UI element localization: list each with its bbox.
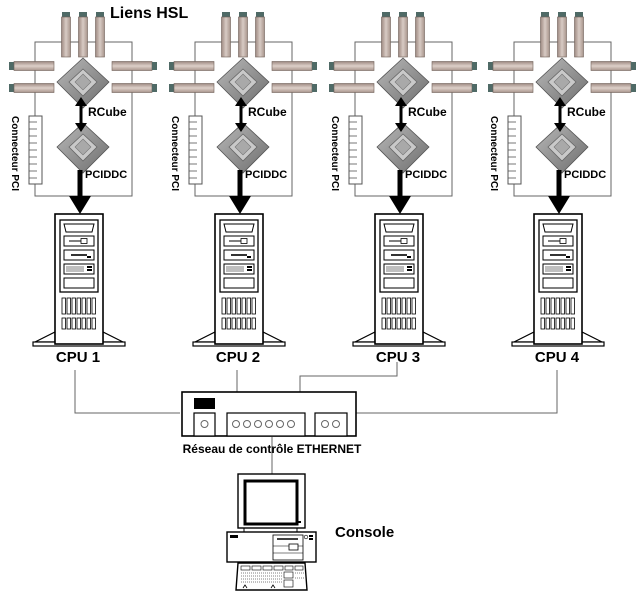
down-arrow-icon [69,170,91,214]
hsl-link-cable-icon [381,11,391,58]
hsl-link-cable-icon [487,61,534,71]
hsl-link-cable-icon [415,11,425,58]
cpu-label: CPU 3 [376,349,420,366]
hsl-link-cable-icon [590,83,637,93]
down-arrow-icon [548,170,570,214]
connector-label: Connecteur PCI [169,116,180,191]
bidirectional-arrow-icon [235,97,247,132]
tower-computer-icon [511,213,605,347]
pciddc-label: PCIDDC [564,169,606,181]
ethernet-switch-icon [181,391,357,437]
hsl-link-cable-icon [168,83,215,93]
connector-label: Connecteur PCI [488,116,499,191]
connector-label: Connecteur PCI [329,116,340,191]
pci-connector-icon [188,115,203,185]
cpu-label: CPU 4 [535,349,580,366]
hsl-link-cable-icon [590,61,637,71]
wire-cpu3 [299,362,398,392]
pciddc-label: PCIDDC [405,169,447,181]
hsl-link-cable-icon [574,11,584,58]
tower-computer-icon [192,213,286,347]
rcube-label: RCube [567,105,606,119]
rcube-label: RCube [248,105,287,119]
hsl-link-cable-icon [78,11,88,58]
wire-cpu4 [356,370,558,414]
hsl-link-cable-icon [61,11,71,58]
hsl-link-cable-icon [8,83,55,93]
hsl-link-cable-icon [271,83,318,93]
hsl-link-cable-icon [487,83,534,93]
pciddc-chip-icon [376,122,430,174]
tower-computer-icon [32,213,126,347]
pci-connector-icon [28,115,43,185]
pciddc-label: PCIDDC [245,169,287,181]
hsl-link-cable-icon [111,83,158,93]
hsl-link-cable-icon [540,11,550,58]
diagram-title: Liens HSL [110,5,188,22]
bidirectional-arrow-icon [395,97,407,132]
hsl-link-cable-icon [557,11,567,58]
down-arrow-icon [389,170,411,214]
pci-connector-icon [348,115,363,185]
console-label: Console [335,524,394,541]
hsl-link-cable-icon [328,83,375,93]
hsl-link-cable-icon [255,11,265,58]
hsl-link-cable-icon [328,61,375,71]
cpu-label: CPU 2 [216,349,260,366]
hsl-link-cable-icon [168,61,215,71]
bidirectional-arrow-icon [75,97,87,132]
pciddc-chip-icon [216,122,270,174]
hsl-link-cable-icon [431,61,478,71]
cpu-label: CPU 1 [56,349,100,366]
hsl-link-cable-icon [271,61,318,71]
wire-cpu1 [74,370,180,414]
network-wiring [74,362,558,474]
bidirectional-arrow-icon [554,97,566,132]
network-label: Réseau de contrôle ETHERNET [183,442,362,456]
hsl-link-cable-icon [8,61,55,71]
pciddc-chip-icon [56,122,110,174]
rcube-label: RCube [88,105,127,119]
rcube-label: RCube [408,105,447,119]
hsl-link-cable-icon [238,11,248,58]
down-arrow-icon [229,170,251,214]
pciddc-label: PCIDDC [85,169,127,181]
hsl-link-cable-icon [221,11,231,58]
tower-computer-icon [352,213,446,347]
pciddc-chip-icon [535,122,589,174]
hsl-link-cable-icon [95,11,105,58]
connector-label: Connecteur PCI [9,116,20,191]
hsl-link-cable-icon [431,83,478,93]
hsl-link-cable-icon [398,11,408,58]
pci-connector-icon [507,115,522,185]
desktop-computer-icon [226,473,317,591]
hsl-link-cable-icon [111,61,158,71]
